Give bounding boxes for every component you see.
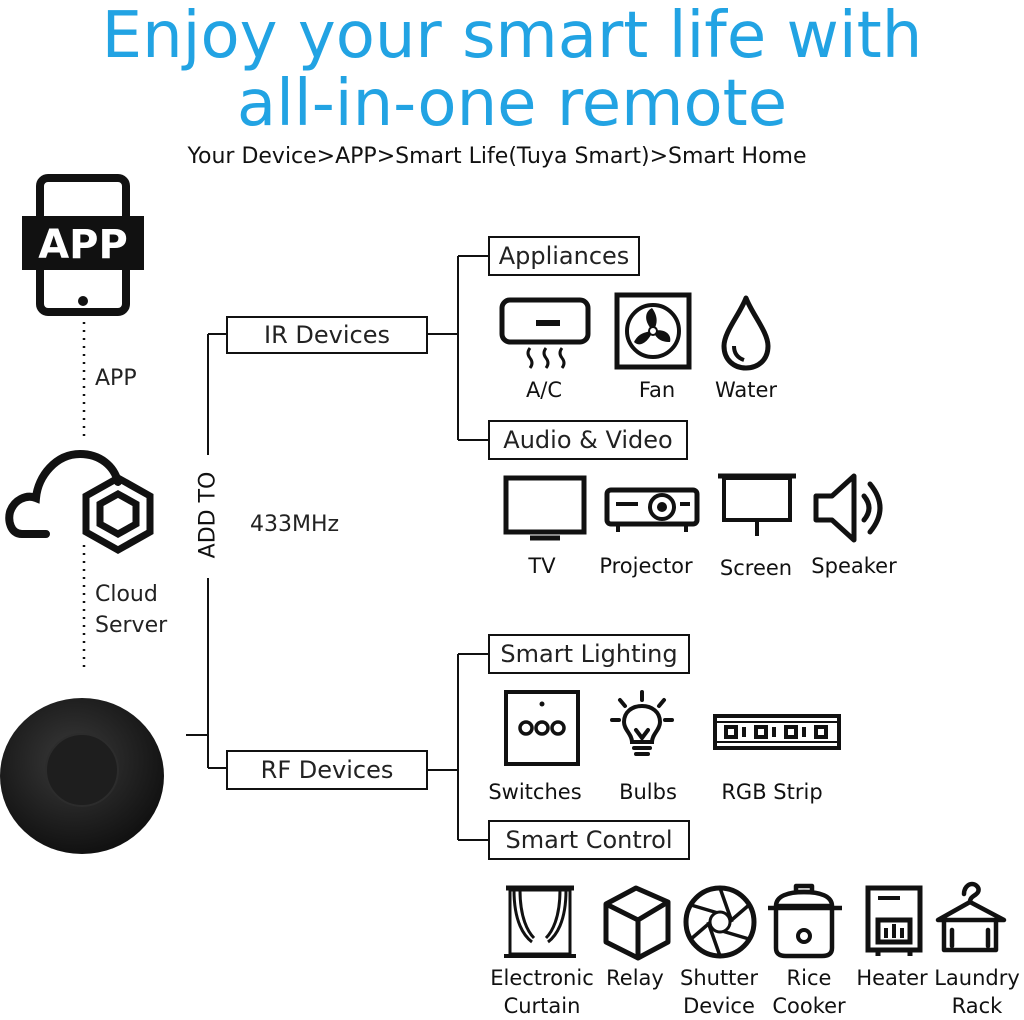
cloud-server-icon	[5, 449, 154, 555]
page-title-line2: all-in-one remote	[236, 67, 788, 141]
subtitle: Your Device>APP>Smart Life(Tuya Smart)>S…	[187, 144, 807, 169]
remote-hub-image	[0, 698, 164, 854]
frequency-label: 433MHz	[250, 512, 340, 537]
control-label-relay: Relay	[606, 966, 664, 990]
lighting-label-rgb-strip: RGB Strip	[721, 780, 823, 804]
projector-icon	[604, 487, 700, 532]
app-badge: APP	[38, 222, 128, 268]
shutter-aperture-icon	[683, 885, 757, 959]
relay-cube-icon	[603, 885, 671, 961]
cloud-label-1: Cloud	[95, 582, 158, 607]
app-label: APP	[95, 366, 137, 391]
audio-video-box: Audio & Video	[488, 420, 688, 460]
air-conditioner-icon	[499, 297, 591, 369]
av-label-tv: TV	[528, 554, 556, 578]
rgb-strip-icon	[713, 714, 841, 750]
laundry-rack-icon	[935, 881, 1007, 953]
lighting-label-switches: Switches	[488, 780, 582, 804]
av-label-speaker: Speaker	[811, 554, 897, 578]
speaker-icon	[813, 473, 883, 543]
smart-lighting-box: Smart Lighting	[488, 634, 690, 674]
appliance-label-ac: A/C	[525, 378, 563, 402]
control-label-laundry-rack: Laundry Rack	[934, 966, 1020, 1018]
av-label-projector: Projector	[599, 554, 693, 578]
page-title-line1: Enjoy your smart life with	[101, 0, 923, 73]
projection-screen-icon	[718, 473, 796, 536]
water-drop-icon	[721, 295, 771, 371]
cloud-label-2: Server	[95, 613, 168, 638]
lighting-label-bulbs: Bulbs	[619, 780, 677, 804]
curtain-icon	[504, 885, 576, 958]
control-label-curtain: Electronic Curtain	[490, 966, 594, 1018]
control-label-heater: Heater	[856, 966, 928, 990]
av-label-screen: Screen	[719, 556, 793, 580]
appliances-box: Appliances	[488, 236, 640, 276]
appliance-label-water: Water	[714, 378, 778, 402]
rf-devices-box: RF Devices	[226, 750, 428, 790]
appliance-label-fan: Fan	[638, 378, 676, 402]
fan-icon	[614, 292, 692, 370]
add-to-label-wrap: ADD TO	[193, 455, 223, 575]
ir-devices-box: IR Devices	[226, 316, 428, 354]
smart-control-box: Smart Control	[488, 820, 690, 860]
control-label-shutter: Shutter Device	[680, 966, 758, 1018]
phone-app-icon	[22, 174, 144, 316]
heater-icon	[865, 885, 923, 956]
tv-icon	[503, 475, 587, 541]
add-to-label: ADD TO	[195, 471, 221, 559]
light-bulb-icon	[610, 690, 674, 756]
rice-cooker-icon	[768, 883, 842, 959]
control-label-rice-cooker: Rice Cooker	[772, 966, 846, 1018]
wall-switch-icon	[504, 690, 580, 766]
